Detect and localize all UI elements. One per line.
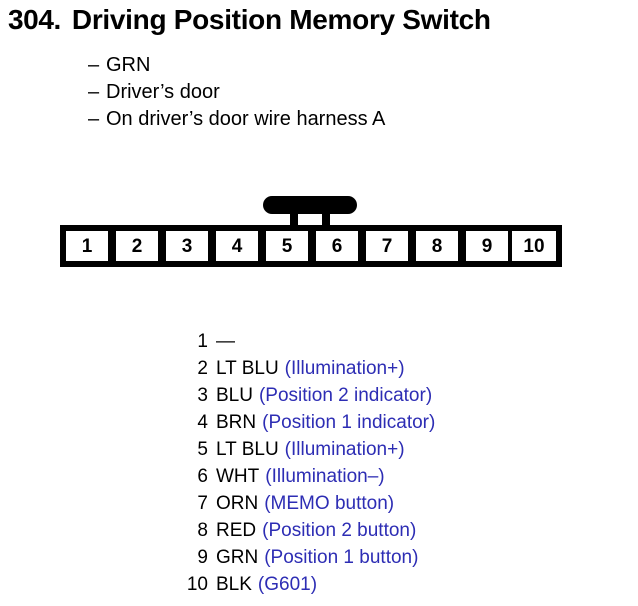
connector-pin-cavities (66, 231, 556, 261)
legend-row: 6 WHT (Illumination–) (150, 463, 620, 490)
legend-description: (G601) (257, 574, 318, 595)
legend-pin-number: 3 (197, 385, 208, 406)
pin-number-10: 10 (523, 236, 544, 257)
pin-cavity-10 (512, 231, 556, 261)
pin-number-4: 4 (232, 236, 243, 257)
connector-locking-tab (263, 196, 357, 226)
legend-wire-color: — (216, 331, 235, 352)
pin-number-9: 9 (482, 236, 493, 257)
legend-description: (Illumination+) (284, 439, 405, 460)
legend-description: (Illumination+) (284, 358, 405, 379)
legend-description: (Position 2 button) (262, 520, 417, 541)
pin-number-5: 5 (282, 236, 293, 257)
pin-cavity-6 (316, 231, 358, 261)
list-item: – GRN (88, 52, 608, 79)
legend-pin-number: 7 (197, 493, 208, 514)
legend-row: 3 BLU (Position 2 indicator) (150, 382, 620, 409)
pin-number-7: 7 (382, 236, 393, 257)
pin-cavity-7 (366, 231, 408, 261)
pin-cavity-8 (416, 231, 458, 261)
pin-number-1: 1 (82, 236, 93, 257)
legend-row: 1 — (150, 328, 620, 355)
list-item-label: Driver’s door (106, 81, 220, 103)
legend-pin-number: 9 (197, 547, 208, 568)
list-item: – Driver’s door (88, 79, 608, 106)
pin-legend: 1 — 2 LT BLU (Illumination+) 3 BLU (Posi… (150, 328, 620, 598)
pin-cavity-5 (266, 231, 308, 261)
legend-pin-number: 5 (197, 439, 208, 460)
list-item-label: GRN (106, 54, 151, 76)
component-description-list: – GRN – Driver’s door – On driver’s door… (88, 52, 608, 133)
dash-icon: – (88, 81, 100, 103)
legend-description: (Position 2 indicator) (258, 385, 433, 406)
legend-wire-color: LT BLU (216, 439, 279, 460)
legend-row: 10 BLK (G601) (150, 571, 620, 598)
pin-cavity-1 (66, 231, 108, 261)
legend-wire-color: GRN (216, 547, 259, 568)
legend-row: 7 ORN (MEMO button) (150, 490, 620, 517)
legend-pin-number: 10 (186, 574, 208, 595)
page-title: Driving Position Memory Switch (71, 4, 491, 35)
pin-number-3: 3 (182, 236, 193, 257)
pin-cavity-3 (166, 231, 208, 261)
legend-row: 2 LT BLU (Illumination+) (150, 355, 620, 382)
section-number: 304. (8, 4, 61, 35)
dash-icon: – (88, 54, 100, 76)
list-item-label: On driver’s door wire harness A (106, 108, 386, 130)
pin-number-6: 6 (332, 236, 343, 257)
legend-description: (Position 1 button) (264, 547, 419, 568)
legend-wire-color: BRN (216, 412, 257, 433)
pin-cavity-9 (466, 231, 508, 261)
legend-wire-color: LT BLU (216, 358, 279, 379)
pin-number-2: 2 (132, 236, 143, 257)
legend-row: 4 BRN (Position 1 indicator) (150, 409, 620, 436)
legend-row: 9 GRN (Position 1 button) (150, 544, 620, 571)
legend-pin-number: 1 (197, 331, 208, 352)
legend-row: 8 RED (Position 2 button) (150, 517, 620, 544)
legend-pin-number: 4 (197, 412, 208, 433)
dash-icon: – (88, 108, 100, 130)
legend-pin-number: 6 (197, 466, 208, 487)
connector-diagram: 1 2 3 4 5 6 7 8 9 10 (0, 190, 638, 270)
pin-cavity-2 (116, 231, 158, 261)
legend-pin-number: 8 (197, 520, 208, 541)
legend-wire-color: BLK (216, 574, 252, 595)
legend-description: (Illumination–) (265, 466, 385, 487)
pin-cavity-4 (216, 231, 258, 261)
legend-description: (Position 1 indicator) (262, 412, 436, 433)
legend-pin-number: 2 (197, 358, 208, 379)
legend-row: 5 LT BLU (Illumination+) (150, 436, 620, 463)
page-header: 304. Driving Position Memory Switch (8, 4, 632, 36)
legend-wire-color: RED (216, 520, 257, 541)
legend-wire-color: ORN (216, 493, 259, 514)
legend-description: (MEMO button) (264, 493, 395, 514)
list-item: – On driver’s door wire harness A (88, 106, 608, 133)
legend-wire-color: BLU (216, 385, 253, 406)
legend-wire-color: WHT (216, 466, 260, 487)
pin-number-8: 8 (432, 236, 443, 257)
